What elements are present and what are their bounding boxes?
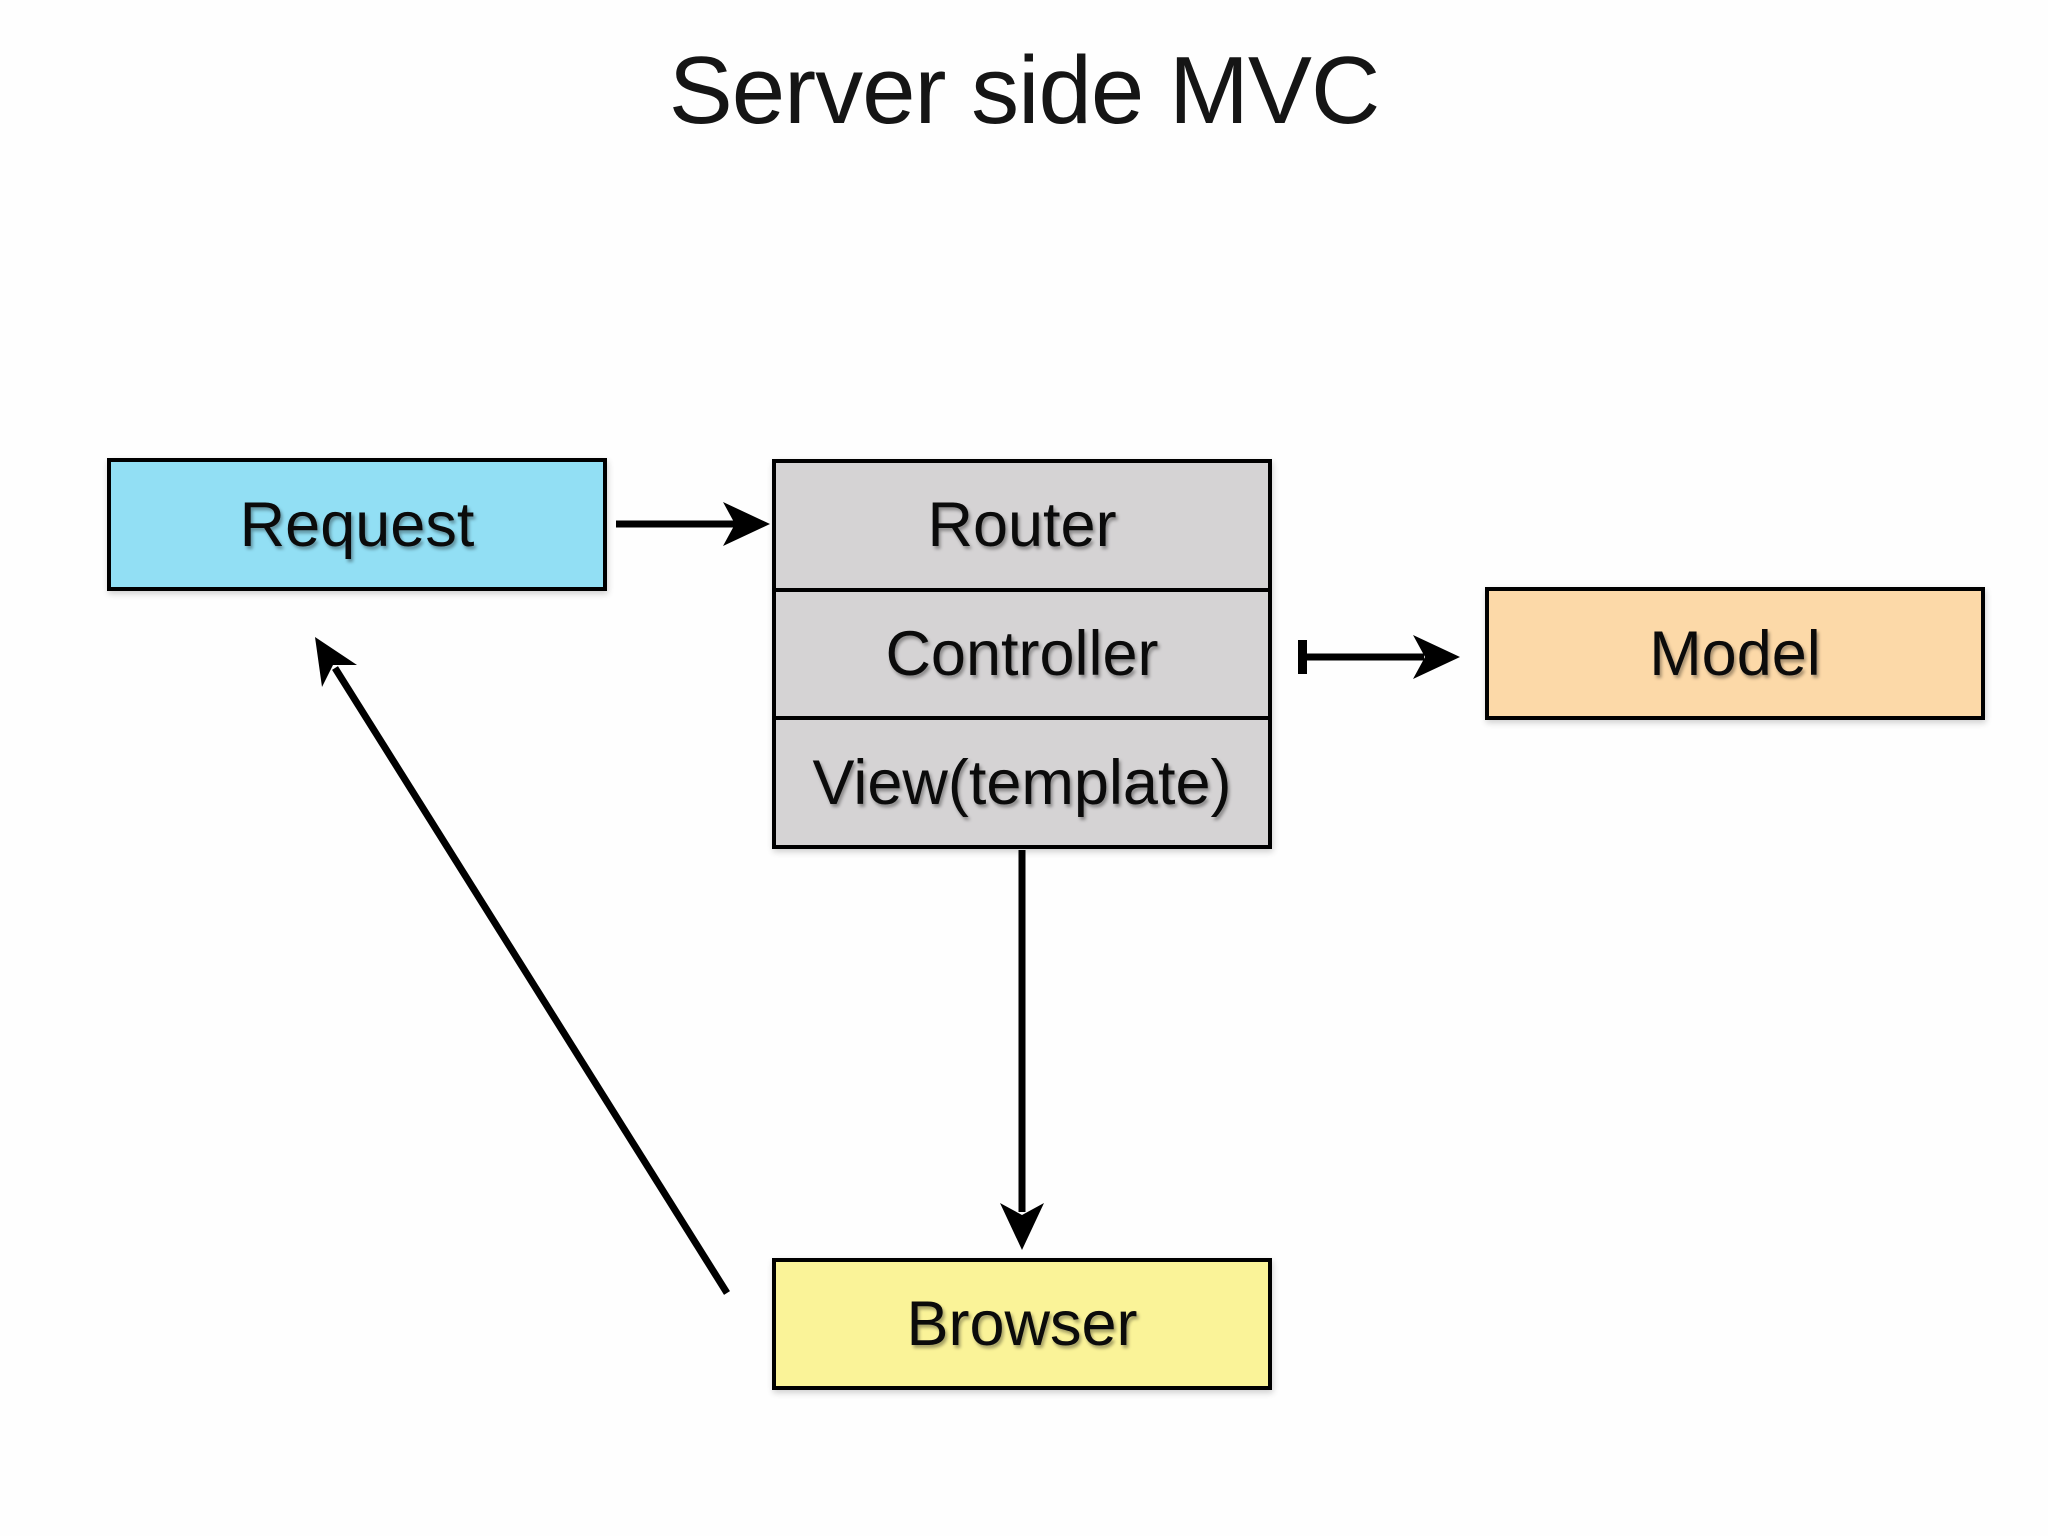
node-model: Model [1485, 587, 1985, 720]
node-router: Router [776, 463, 1268, 588]
arrow-browser-to-request [315, 637, 730, 1295]
arrow-request-to-router [616, 502, 770, 546]
node-browser: Browser [772, 1258, 1272, 1390]
node-request-label: Request [239, 489, 475, 560]
arrow-view-to-browser [1000, 850, 1044, 1250]
node-model-label: Model [1649, 618, 1821, 689]
node-request: Request [107, 458, 607, 591]
node-view-label: View(template) [812, 747, 1232, 818]
arrow-controller-to-model [1298, 635, 1460, 679]
node-controller: Controller [776, 587, 1268, 717]
node-browser-label: Browser [906, 1289, 1138, 1359]
node-mvc-stack: Router Controller View(template) [772, 459, 1272, 849]
diagram-title: Server side MVC [668, 37, 1381, 144]
node-router-label: Router [927, 490, 1117, 561]
node-view: View(template) [776, 716, 1268, 845]
node-controller-label: Controller [885, 619, 1159, 689]
